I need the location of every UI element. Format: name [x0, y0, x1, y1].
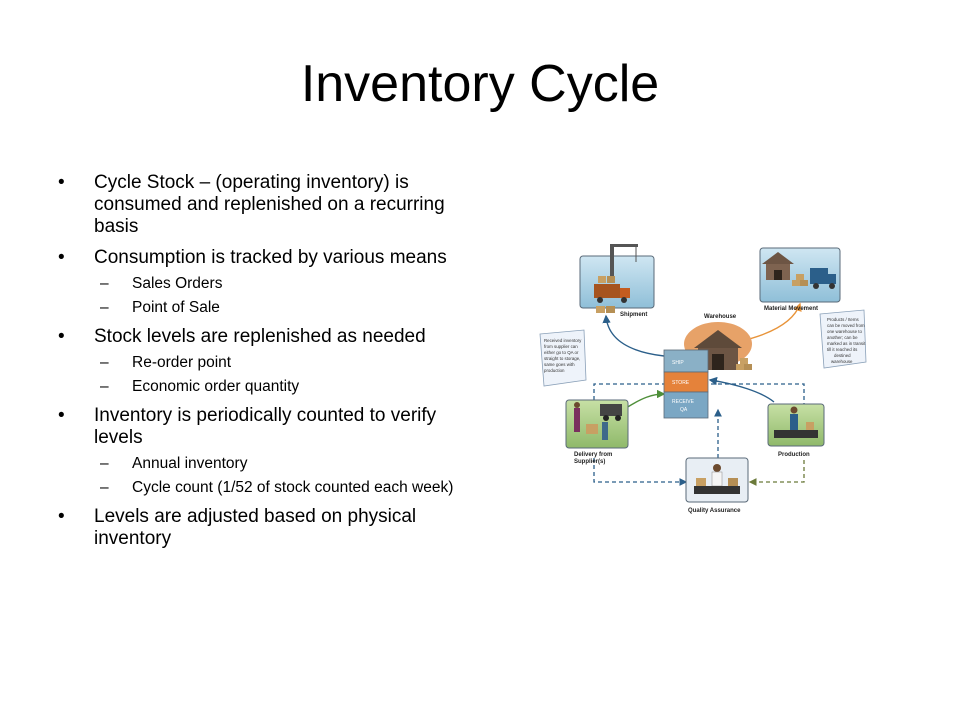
bullet-item: Stock levels are replenished as needed	[58, 326, 468, 348]
sub-bullet-item: Sales Orders	[58, 275, 468, 293]
bullet-item: Cycle Stock – (operating inventory) is c…	[58, 172, 468, 238]
store-label: STORE	[672, 380, 690, 386]
note-right-line: till it reached its	[827, 347, 858, 352]
note-right-line: another; can be	[827, 335, 858, 340]
delivery-label-line2: Supplier(s)	[574, 459, 605, 465]
warehouse-stack: SHIP STORE RECEIVE QA	[663, 349, 709, 419]
sub-bullet-item: Cycle count (1/52 of stock counted each …	[58, 479, 468, 497]
note-left: Received inventory from supplier can eit…	[539, 329, 587, 387]
note-right-line: destined	[834, 353, 851, 358]
bullet-item: Consumption is tracked by various means	[58, 247, 468, 269]
note-right-line: Products / Items	[827, 317, 860, 322]
note-left-line: from supplier can	[544, 344, 578, 349]
quality-assurance-label: Quality Assurance	[688, 508, 741, 514]
warehouse-label: Warehouse	[704, 314, 737, 320]
arrow-from-delivery	[625, 389, 666, 409]
quality-assurance-panel: Quality Assurance	[685, 457, 749, 514]
note-right-line: can be moved from	[827, 323, 865, 328]
ship-label: SHIP	[672, 360, 684, 366]
delivery-label-line1: Delivery from	[574, 452, 612, 458]
note-right-line: one warehouse to	[827, 329, 862, 334]
note-right-line: warehouse	[831, 359, 853, 364]
material-movement-label: Material Movement	[764, 306, 818, 312]
material-movement-panel: Material Movement	[759, 247, 841, 312]
production-label: Production	[778, 452, 810, 458]
note-left-line: either go to QA or	[544, 350, 579, 355]
note-left-line: Received inventory	[544, 338, 582, 343]
bullet-list: Cycle Stock – (operating inventory) is c…	[58, 172, 468, 550]
sub-bullet-item: Point of Sale	[58, 299, 468, 317]
receive-label: RECEIVE	[672, 399, 695, 405]
bullet-item: Inventory is periodically counted to ver…	[58, 405, 468, 449]
note-left-line: production	[544, 368, 565, 373]
slide-title: Inventory Cycle	[300, 55, 660, 113]
qa-label: QA	[680, 407, 688, 413]
dashed-connector	[748, 460, 805, 486]
delivery-panel: Delivery from Supplier(s)	[565, 399, 629, 465]
note-right: Products / Items can be moved from one w…	[819, 309, 867, 369]
note-left-line: straight to storage,	[544, 356, 580, 361]
shipment-label: Shipment	[620, 312, 647, 318]
inventory-cycle-diagram: Shipment Warehouse SHIP STORE RECEIVE QA…	[530, 232, 890, 522]
sub-bullet-item: Economic order quantity	[58, 378, 468, 396]
note-right-line: marked as in transit	[827, 341, 866, 346]
dashed-connector	[593, 458, 688, 486]
sub-bullet-item: Re-order point	[58, 354, 468, 372]
bullet-item: Levels are adjusted based on physical in…	[58, 506, 468, 550]
production-panel: Production	[767, 403, 825, 458]
note-left-line: same goes with	[544, 362, 575, 367]
shipment-panel: Shipment	[579, 244, 655, 318]
arrow-from-production	[708, 376, 775, 403]
sub-bullet-item: Annual inventory	[58, 455, 468, 473]
arrow-to-shipment	[602, 314, 665, 357]
